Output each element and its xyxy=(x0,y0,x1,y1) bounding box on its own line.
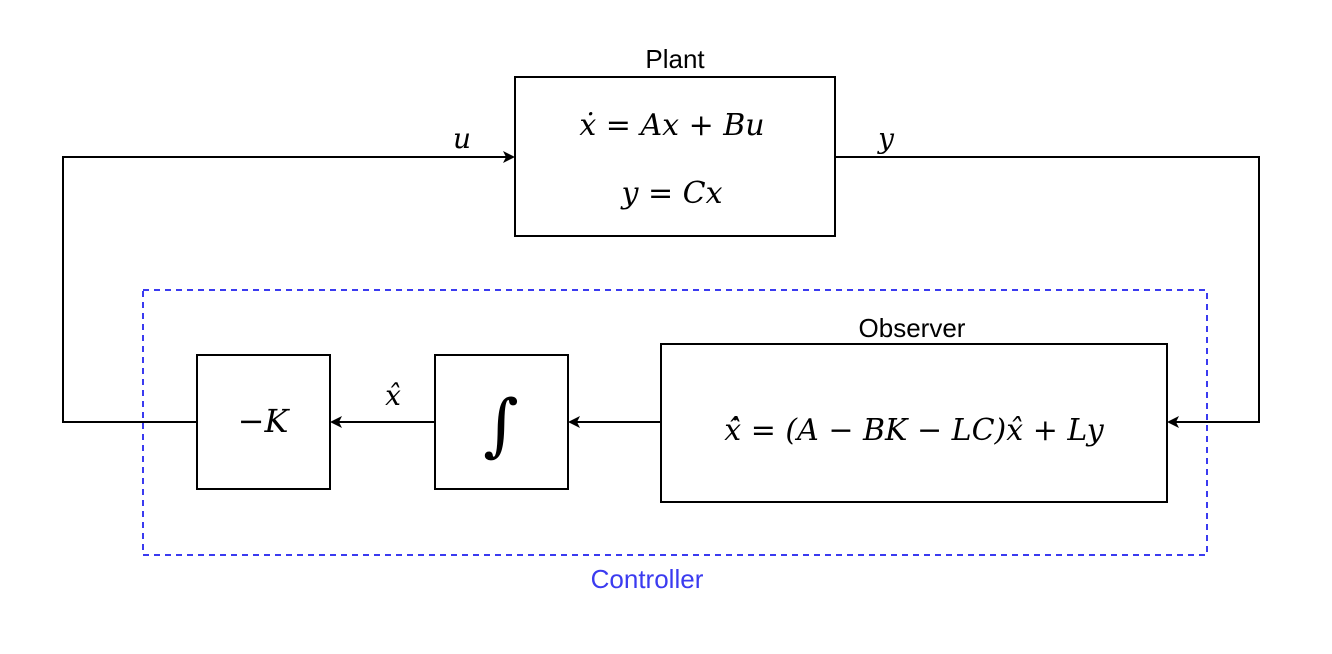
controller-boundary xyxy=(142,289,1208,556)
u-signal-label: u xyxy=(453,122,471,155)
y-signal-line xyxy=(835,156,1260,428)
plant-block xyxy=(514,76,836,237)
observer-block xyxy=(660,343,1168,503)
plant-state-equation: ẋ = Ax + Bu xyxy=(579,108,764,143)
observer-equation: x̂̇ = (A − BK − LC)x̂ + Ly xyxy=(724,413,1104,448)
observer-title: Observer xyxy=(859,313,966,343)
integrator-block xyxy=(434,354,569,490)
gain-label: −K xyxy=(238,402,291,440)
plant-output-equation: y = Cx xyxy=(619,176,722,211)
integral-icon: ∫ xyxy=(483,386,518,465)
u-signal-line xyxy=(62,151,515,423)
controller-label: Controller xyxy=(591,564,704,594)
plant-title: Plant xyxy=(645,44,705,74)
y-signal-label: y xyxy=(876,122,895,155)
xhat-signal-label: x̂ xyxy=(385,379,401,412)
